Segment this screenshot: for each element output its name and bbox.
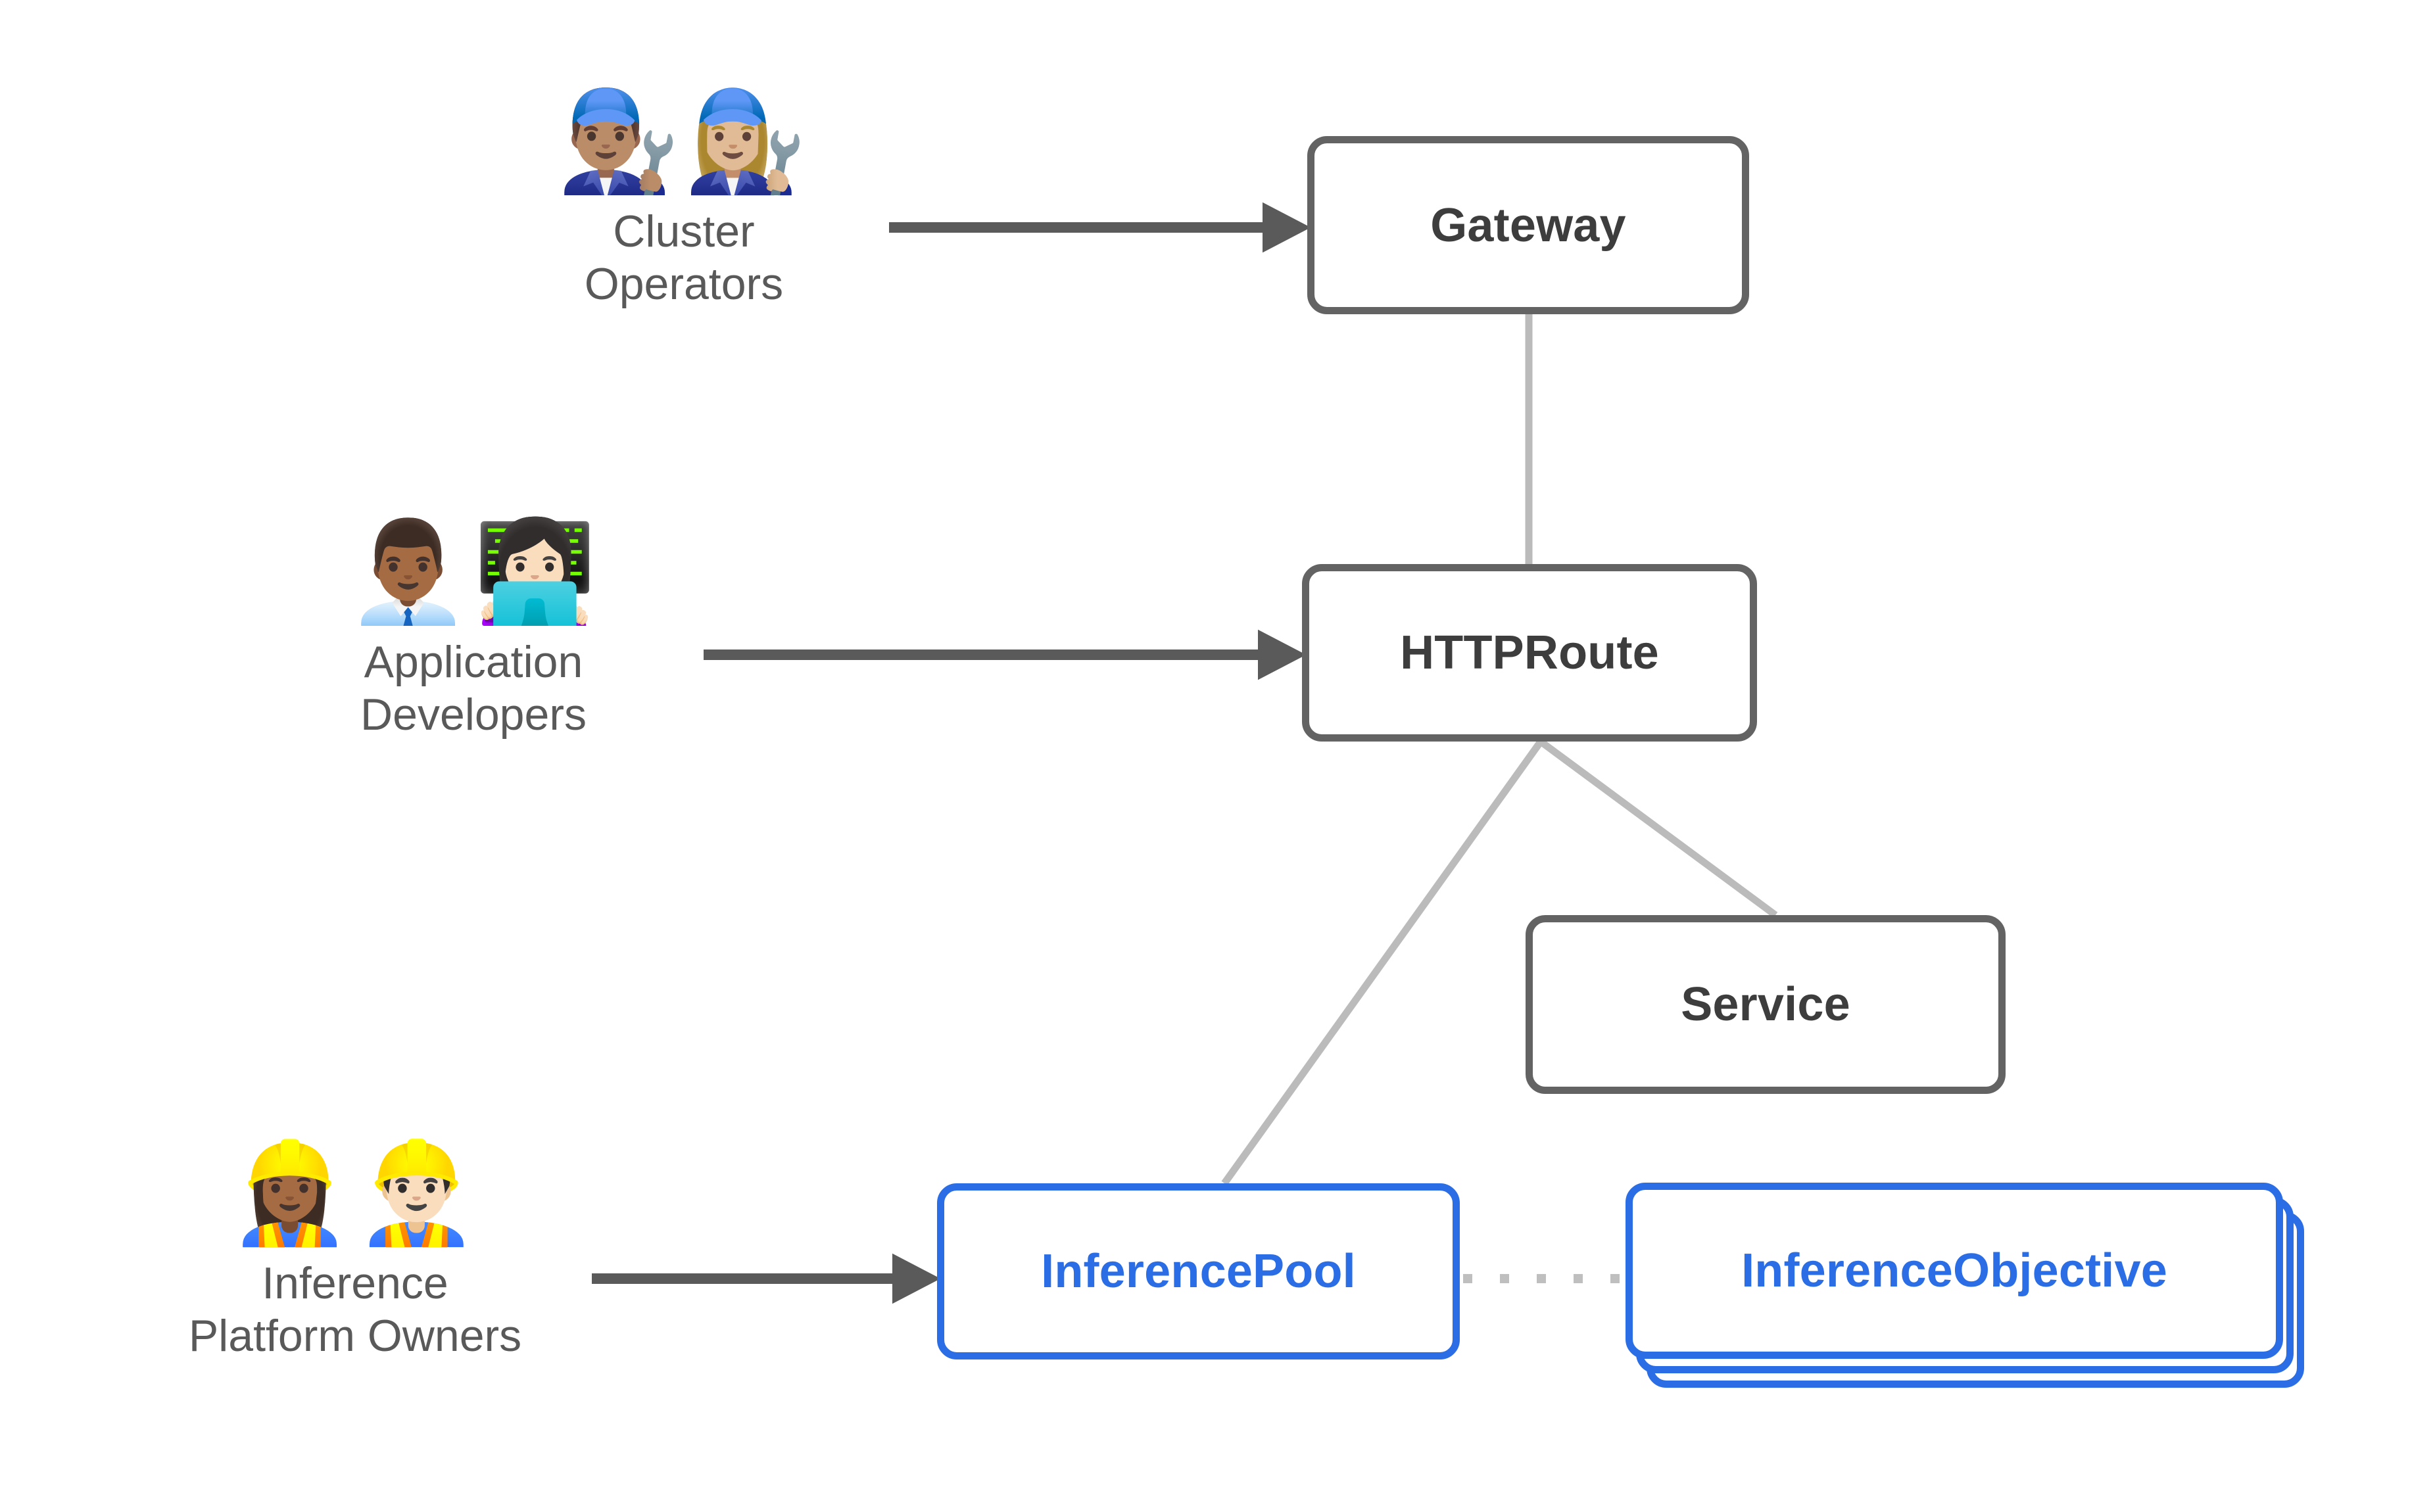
node-inferenceobjective[interactable]: InferenceObjective [1626,1183,2283,1359]
cluster-operators-label: Cluster Operators [584,206,784,310]
node-httproute-label: HTTPRoute [1400,626,1659,679]
node-httproute[interactable]: HTTPRoute [1302,564,1757,742]
node-inferenceobjective-label: InferenceObjective [1741,1244,2167,1297]
node-gateway-label: Gateway [1430,199,1626,252]
connector-httproute-service [1538,738,1778,918]
application-developers-emoji: 👨🏾‍💼👩🏻‍💻 [347,515,600,629]
node-gateway[interactable]: Gateway [1307,136,1749,314]
node-inferencepool[interactable]: InferencePool [937,1183,1460,1359]
actor-inference-platform-owners: 👷🏾‍♀️👷🏻‍♂️ Inference Platform Owners [138,1144,572,1362]
node-service-label: Service [1681,978,1850,1031]
actor-application-developers: 👨🏾‍💼👩🏻‍💻 Application Developers [302,523,644,741]
application-developers-label: Application Developers [360,637,587,740]
cluster-operators-emoji: 👨🏽‍🔧👩🏼‍🔧 [557,84,811,199]
node-inferencepool-label: InferencePool [1041,1245,1356,1298]
inference-platform-owners-emoji: 👷🏾‍♀️👷🏻‍♂️ [228,1136,482,1250]
actor-cluster-operators: 👨🏽‍🔧👩🏼‍🔧 Cluster Operators [519,92,848,310]
connector-httproute-inferencepool [1221,739,1544,1186]
node-service[interactable]: Service [1526,915,2006,1094]
inference-platform-owners-label: Inference Platform Owners [188,1258,522,1361]
